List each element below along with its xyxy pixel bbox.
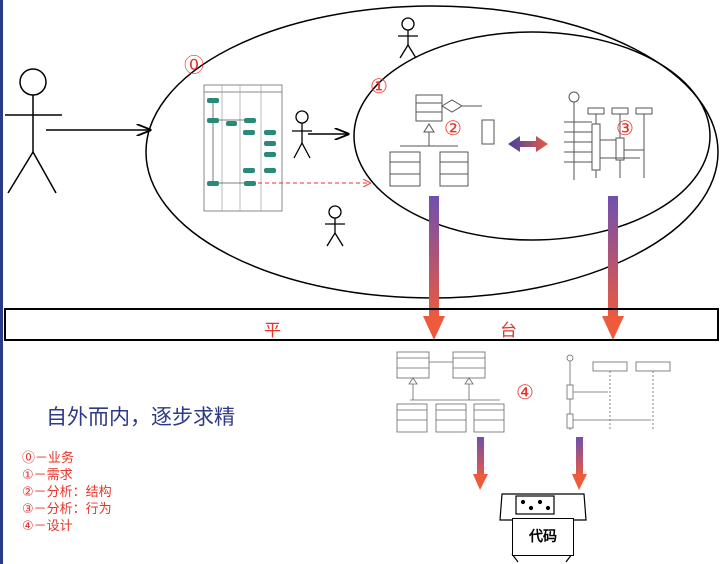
arrow-requirements-to-design-left: [423, 196, 445, 340]
marker-1: ①: [370, 74, 388, 98]
class-diagram-icon: [389, 94, 495, 187]
marker-2: ②: [444, 116, 462, 140]
business-process-diagram: [203, 84, 283, 212]
legend-item: ④－设计: [22, 519, 73, 534]
legend-item: ②－分析：结构: [22, 485, 112, 500]
code-document-icon: [499, 493, 587, 563]
design-sequence-diagram: [566, 354, 671, 430]
legend-item: ⓪－业务: [22, 451, 75, 466]
arrow-design-to-code-left: [473, 437, 488, 490]
sequence-diagram-icon: [564, 91, 653, 180]
design-class-diagram: [396, 351, 505, 433]
sidebar-strip: [0, 0, 3, 564]
actor-icon: [325, 205, 345, 247]
platform-bar: 平 台: [4, 308, 719, 341]
arrow-design-to-code-right: [572, 437, 587, 490]
principle-text: 自外而内，逐步求精: [46, 405, 235, 429]
legend: ⓪－业务 ①－需求 ②－分析：结构 ③－分析：行为 ④－设计: [22, 450, 112, 535]
marker-0: ⓪: [184, 53, 204, 77]
arrow-requirements-to-design-right: [602, 196, 624, 340]
code-label: 代码: [512, 518, 574, 556]
platform-label-right: 台: [500, 321, 517, 341]
legend-item: ①－需求: [22, 468, 73, 483]
bidirectional-arrow: [508, 136, 548, 152]
actor-icon: [5, 68, 62, 194]
marker-3: ③: [616, 116, 634, 140]
legend-item: ③－分析：行为: [22, 502, 112, 517]
requirements-ellipse: [353, 31, 711, 241]
actor-icon: [398, 17, 418, 59]
platform-label-left: 平: [264, 321, 281, 341]
marker-4: ④: [516, 380, 534, 404]
actor-icon: [292, 110, 312, 159]
